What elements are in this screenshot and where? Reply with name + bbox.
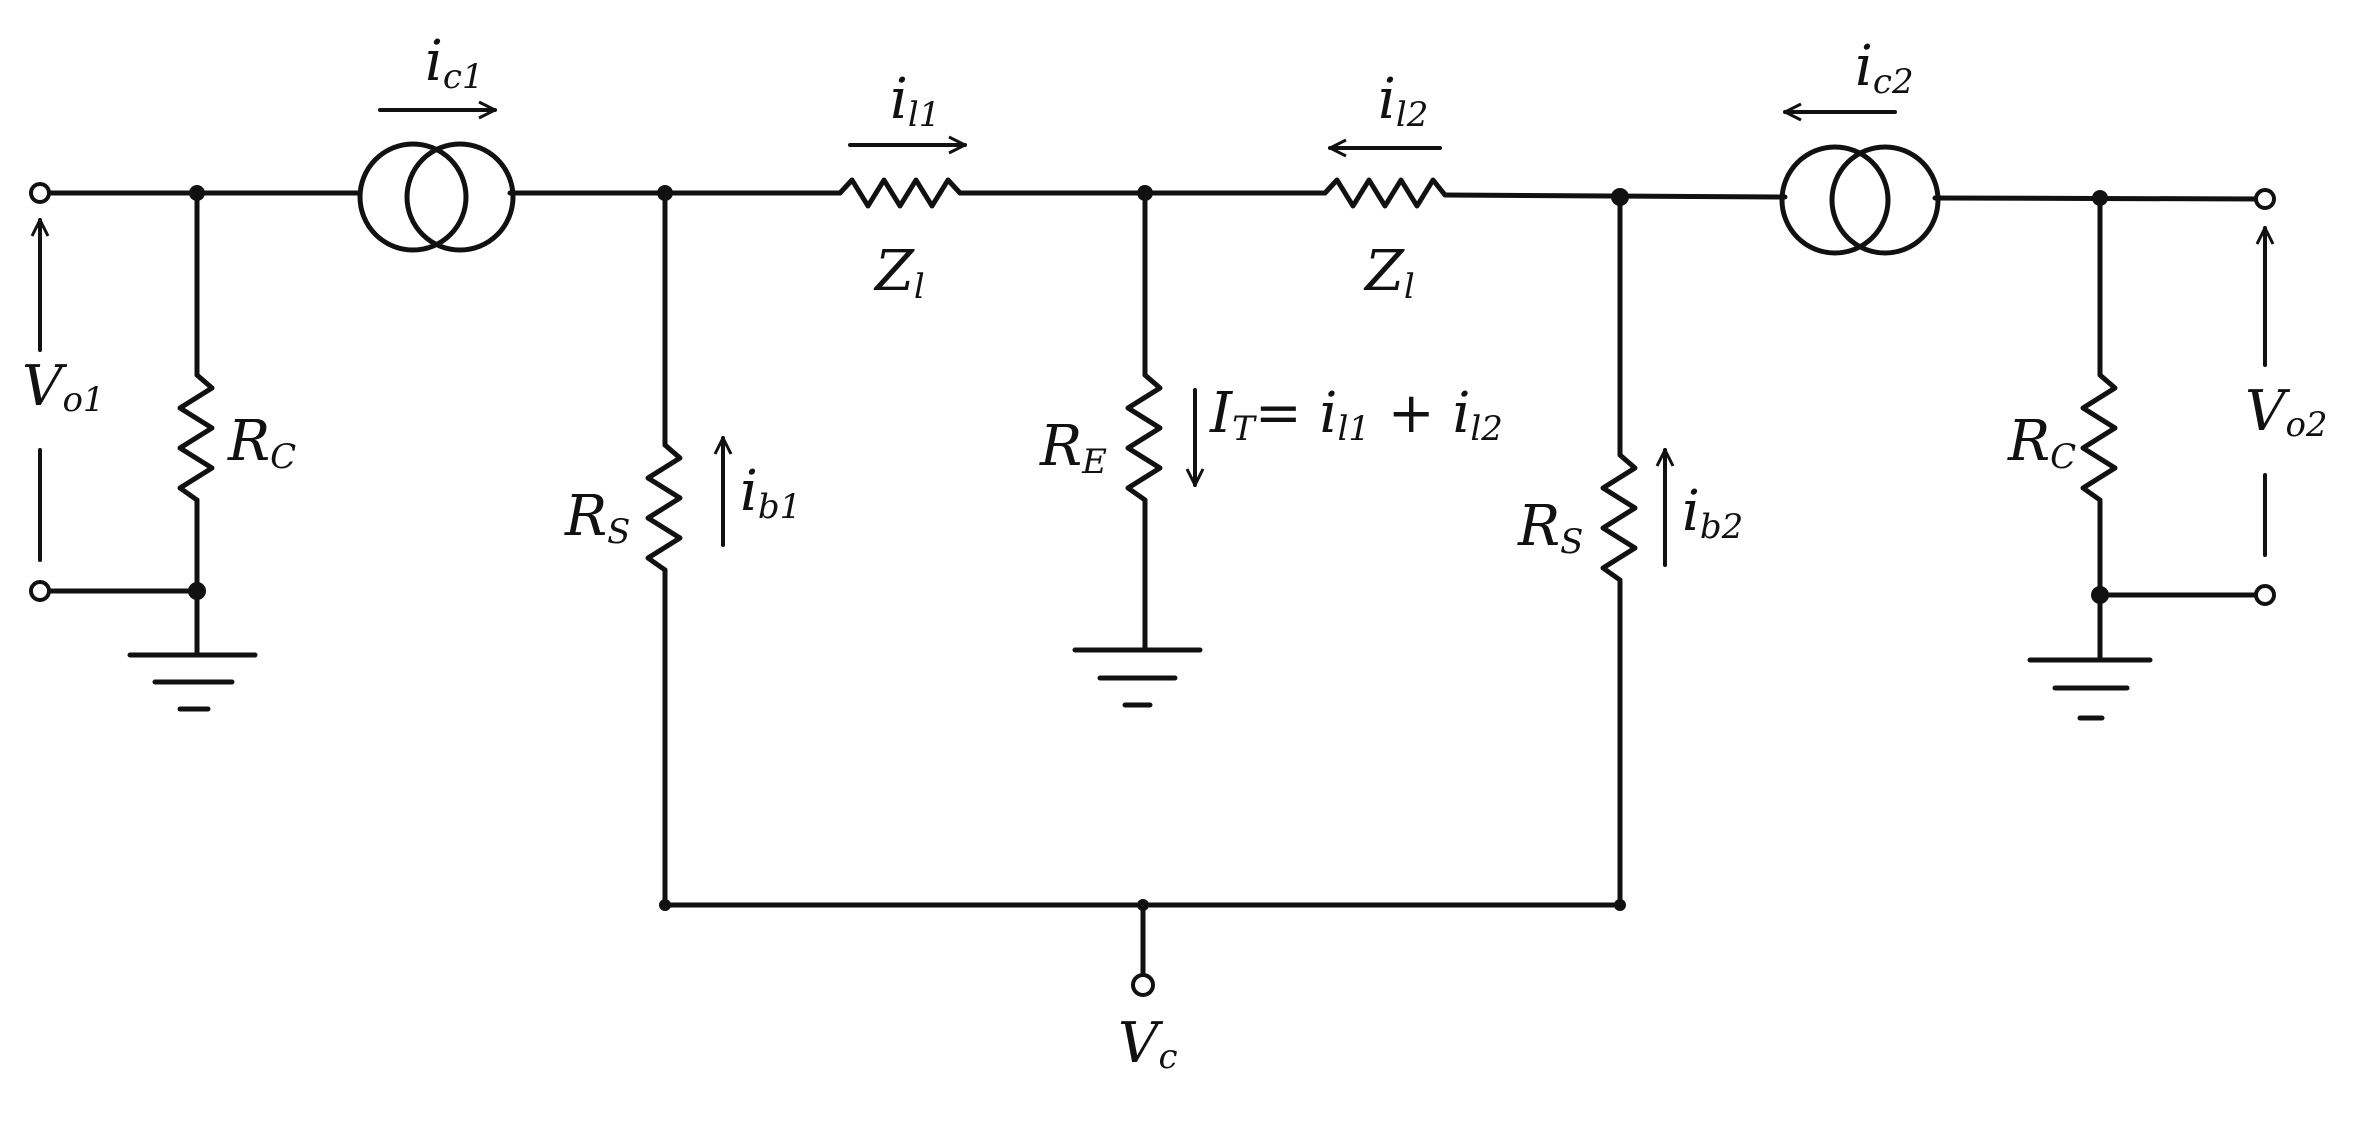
label-rs-left: RS [564, 484, 630, 552]
label-re: RE [1039, 414, 1107, 482]
junction-nodes [188, 185, 2109, 911]
label-zl-right: Zl [1363, 239, 1415, 307]
resistor-rs-left [645, 190, 683, 908]
label-vo2: Vo2 [2245, 379, 2328, 445]
current-source-ic1 [357, 141, 516, 253]
terminals [29, 182, 2276, 997]
label-il1: il1 [890, 67, 940, 135]
resistor-zl-left [837, 177, 963, 209]
left-output-section [37, 190, 258, 712]
label-ib2: ib2 [1682, 479, 1743, 547]
label-rs-right: RS [1517, 494, 1583, 562]
label-ic1: ic1 [425, 29, 484, 97]
resistor-rs-right [1600, 194, 1638, 908]
label-rc-left: RC [227, 409, 296, 477]
label-rc-right: RC [2007, 409, 2076, 477]
label-ic2: ic2 [1855, 34, 1914, 102]
resistor-zl-right [1322, 177, 1448, 209]
resistor-re [1072, 190, 1203, 708]
current-source-ic2 [1779, 144, 1941, 256]
bottom-rail [662, 902, 1623, 978]
label-vc: Vc [1118, 1011, 1178, 1077]
label-zl-left: Zl [873, 239, 925, 307]
label-ib1: ib1 [740, 459, 801, 527]
right-output-section [2027, 195, 2268, 721]
label-it-equation: IT= il1 + il2 [1209, 381, 1503, 449]
label-il2: il2 [1378, 67, 1428, 135]
label-vo1: Vo1 [22, 354, 105, 420]
